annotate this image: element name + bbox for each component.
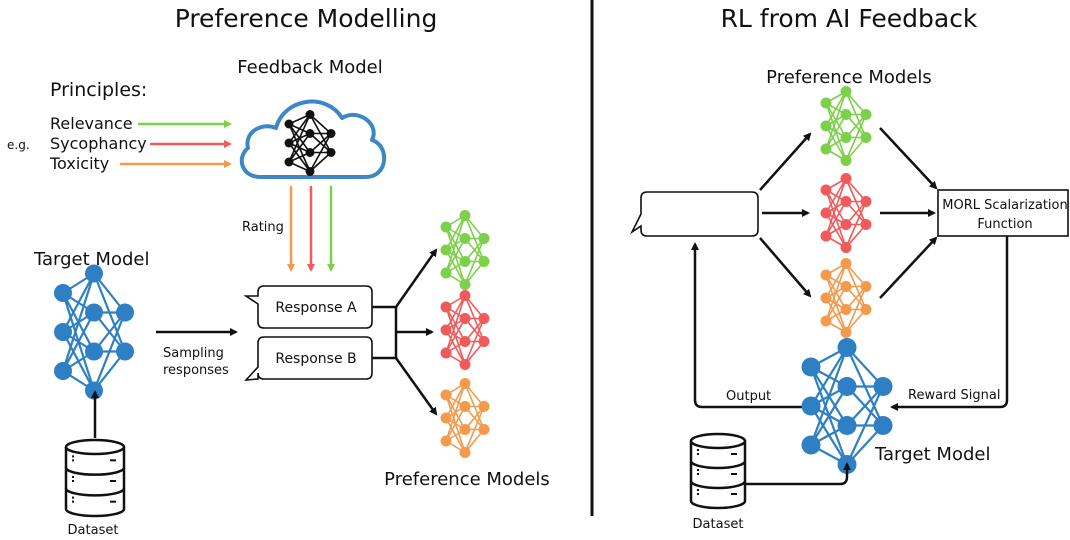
principles-heading: Principles: xyxy=(50,79,147,101)
rating-label: Rating xyxy=(242,220,284,235)
reward-signal-arrow xyxy=(890,236,1009,411)
green-to-morl-arrow xyxy=(879,127,938,190)
principles-prefix: e.g. xyxy=(7,138,30,152)
sampling-label-line1: Sampling xyxy=(163,346,224,361)
right-dataset-label: Dataset xyxy=(693,517,744,532)
response-a-label: Response A xyxy=(275,300,357,316)
output-arrow xyxy=(691,242,806,409)
neural-network-icon xyxy=(820,258,872,338)
principle-toxicity: Toxicity xyxy=(49,154,109,173)
dataset-to-target-arrow xyxy=(746,462,851,486)
principle-relevance: Relevance xyxy=(50,114,133,133)
speech-bubble-icon xyxy=(629,191,759,237)
to-green-model-arrow xyxy=(394,248,438,308)
left-target-model-label: Target Model xyxy=(33,249,149,270)
prompt-to-orange-arrow xyxy=(759,237,812,298)
neural-network-icon xyxy=(820,86,872,166)
neural-network-icon xyxy=(54,264,134,400)
neural-network-icon xyxy=(284,110,336,176)
feedback-model-label: Feedback Model xyxy=(237,57,383,78)
cloud-icon xyxy=(239,99,387,179)
responses-bracket xyxy=(372,305,398,360)
principle-sycophancy: Sycophancy xyxy=(50,134,147,153)
to-orange-model-arrow xyxy=(394,357,438,416)
neural-network-icon xyxy=(801,338,893,474)
neural-network-icon xyxy=(440,290,490,370)
database-icon xyxy=(64,438,126,518)
output-label: Output xyxy=(726,389,771,404)
neural-network-icon xyxy=(440,378,490,458)
reward-signal-label: Reward Signal xyxy=(908,388,1000,403)
right-target-model-label: Target Model xyxy=(874,444,990,465)
prompt-to-green-arrow xyxy=(759,132,812,191)
morl-label-line2: Function xyxy=(977,217,1032,232)
neural-network-icon xyxy=(440,210,490,290)
response-b-label: Response B xyxy=(275,351,356,367)
left-dataset-label: Dataset xyxy=(68,523,119,538)
orange-to-morl-arrow xyxy=(879,236,938,299)
morl-box xyxy=(937,189,1069,237)
left-preference-models-label: Preference Models xyxy=(384,469,550,490)
speech-bubble-icon xyxy=(244,336,373,381)
database-icon xyxy=(689,432,747,510)
right-panel-title: RL from AI Feedback xyxy=(721,4,978,33)
neural-network-icon xyxy=(820,173,872,253)
morl-label-line1: MORL Scalarization xyxy=(942,198,1067,213)
sampling-label-line2: responses xyxy=(163,363,229,378)
left-panel-title: Preference Modelling xyxy=(175,4,438,33)
speech-bubble-icon xyxy=(243,285,373,329)
right-preference-models-label: Preference Models xyxy=(766,67,932,88)
